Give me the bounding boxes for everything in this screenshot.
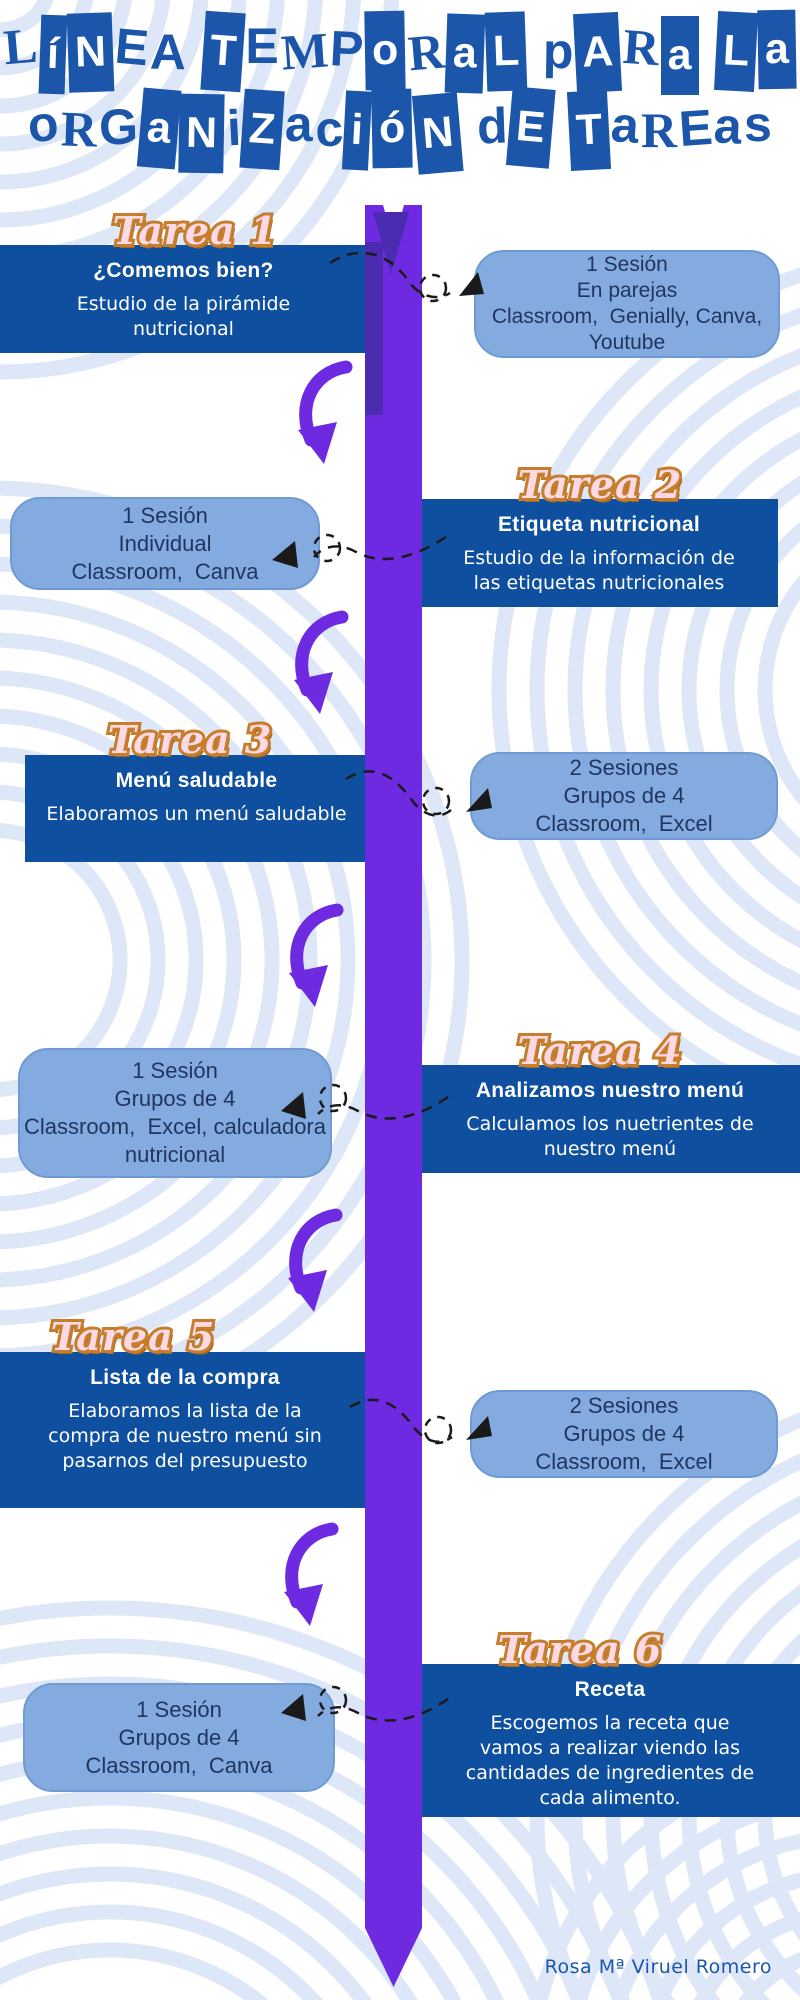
task-banner-5: Lista de la compra Elaboramos la lista d…	[0, 1352, 370, 1508]
task-label-2: Tarea 2 Tarea 2	[515, 459, 685, 510]
title-letter: ó	[371, 88, 414, 169]
title-letter: E	[245, 18, 279, 74]
title-letter: a	[713, 97, 744, 155]
title-letter: P	[328, 20, 365, 78]
title-letter: a	[660, 16, 699, 95]
background-arc	[0, 518, 432, 1402]
title-letter: p	[542, 22, 574, 80]
title-letter: a	[444, 13, 485, 94]
background-arc	[0, 1866, 372, 2000]
background-arc	[0, 1828, 418, 2000]
title-letter: E	[677, 98, 715, 158]
background-arc	[0, 1942, 269, 2000]
task-label-5: Tarea 5 Tarea 5	[48, 1311, 218, 1362]
title-letter: o	[25, 94, 61, 154]
flow-arrow-4	[288, 1215, 336, 1312]
session-info-box-4: 1 Sesión Grupos de 4 Classroom, Excel, c…	[18, 1048, 332, 1178]
task-title: Analizamos nuestro menú	[475, 1079, 745, 1102]
title-letter: N	[66, 12, 114, 93]
session-info-box-6: 1 Sesión Grupos de 4 Classroom, Canva	[23, 1683, 335, 1792]
background-arc	[491, 267, 800, 1113]
title-letter: í	[38, 14, 67, 95]
title-letter: G	[97, 98, 139, 156]
title-letter: A	[149, 23, 187, 81]
title-letter: E	[506, 86, 556, 169]
session-info-box-2: 1 Sesión Individual Classroom, Canva	[10, 497, 320, 590]
title-letter: L	[1, 16, 40, 76]
title-letter: a	[284, 96, 313, 152]
background-arc	[0, 556, 394, 1364]
task-banner-3: Menú saludable Elaboramos un menú saluda…	[25, 755, 368, 862]
title-letter: A	[573, 11, 623, 94]
task-title: Etiqueta nutricional	[497, 513, 700, 536]
task-description: Calculamos los nuetrientes de nuestro me…	[466, 1113, 754, 1160]
task-label-3: Tarea 3 Tarea 3	[105, 714, 275, 765]
title-letter: c	[312, 100, 345, 158]
background-arc	[0, 1790, 462, 2000]
author-credit: Rosa Mª Viruel Romero	[544, 1956, 772, 1978]
title-letter: R	[59, 100, 98, 158]
session-info-box-3: 2 Sesiones Grupos de 4 Classroom, Excel	[470, 752, 778, 840]
task-description: Estudio de la información de las etiquet…	[463, 547, 735, 594]
task-description: Elaboramos la lista de la compra de nues…	[48, 1400, 322, 1472]
flow-arrow-3	[289, 910, 337, 1007]
title-letter: d	[475, 97, 509, 155]
title-letter: a	[136, 87, 181, 170]
background-arc	[0, 1904, 323, 2000]
background-arc	[0, 594, 356, 1326]
background-arc	[529, 307, 800, 1073]
session-info-box-1: 1 Sesión En parejas Classroom, Genially,…	[474, 250, 780, 358]
title-letter: i	[342, 90, 373, 171]
background-arc	[0, 480, 470, 1440]
task-description: Elaboramos un menú saludable	[46, 803, 347, 825]
task-banner-2: Etiqueta nutricional Estudio de la infor…	[420, 499, 778, 607]
task-title: Receta	[574, 1678, 646, 1701]
task-label-6: Tarea 6 Tarea 6	[495, 1624, 665, 1675]
title-letter: N	[178, 93, 226, 174]
task-label-4: Tarea 4 Tarea 4	[515, 1025, 685, 1076]
task-title: ¿Comemos bien?	[93, 259, 274, 282]
task-title: Menú saludable	[115, 769, 278, 792]
task-banner-1: ¿Comemos bien? Estudio de la pirámide nu…	[0, 245, 397, 353]
task-banner-6: Receta Escogemos la receta que vamos a r…	[420, 1664, 800, 1817]
flow-arrow-1	[298, 367, 346, 464]
background-arc	[567, 348, 800, 1032]
title-letter: L	[484, 11, 528, 92]
title-letter: Z	[239, 88, 286, 171]
session-info-box-5: 2 Sesiones Grupos de 4 Classroom, Excel	[470, 1390, 778, 1478]
flow-arrow-2	[294, 617, 342, 714]
task-banner-4: Analizamos nuestro menú Calculamos los n…	[420, 1065, 800, 1173]
title-letter: R	[640, 102, 678, 158]
title-letter: M	[278, 21, 330, 81]
title-letter: o	[364, 10, 407, 91]
title-letter: a	[757, 9, 797, 90]
title-letter: R	[405, 22, 447, 82]
task-title: Lista de la compra	[90, 1366, 280, 1389]
title-letter: a	[609, 96, 641, 154]
task-label-1: Tarea 1 Tarea 1	[110, 205, 280, 256]
title-letter: s	[743, 95, 773, 153]
title-letter: T	[566, 90, 612, 171]
title-letter: T	[200, 10, 247, 93]
title-letter: L	[713, 11, 758, 93]
title-letter: R	[620, 17, 661, 77]
title-letter: E	[112, 17, 151, 77]
timeline-ribbon	[365, 205, 422, 1987]
title-letter: N	[411, 92, 464, 175]
background-arc	[652, 1872, 800, 2000]
task-description: Estudio de la pirámide nutricional	[76, 293, 291, 340]
task-description: Escogemos la receta que vamos a realizar…	[465, 1712, 755, 1809]
flow-arrow-5	[284, 1529, 332, 1626]
